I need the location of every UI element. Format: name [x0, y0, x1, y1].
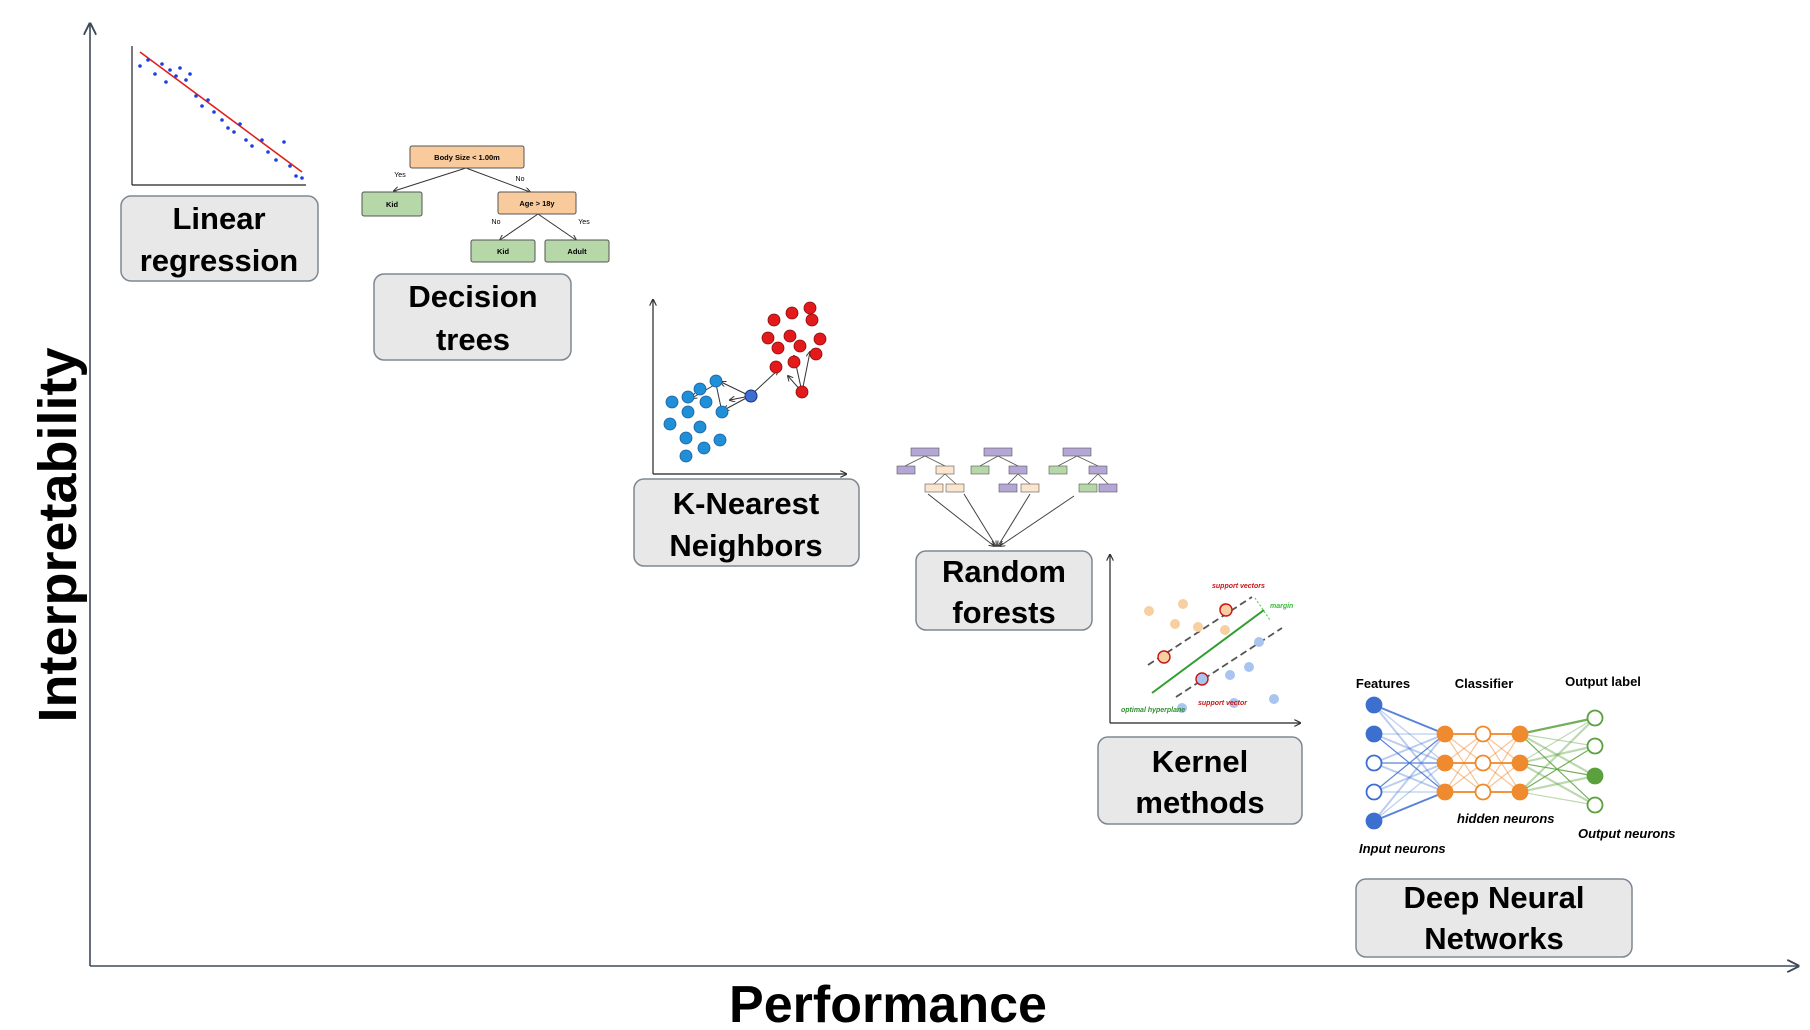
nn-classifier-label: Classifier	[1455, 676, 1514, 691]
decision-tree-illustration: Body Size < 1.00m Yes No Kid Age > 18y N…	[361, 145, 610, 263]
nn-neuron	[1586, 737, 1604, 755]
regression-line	[139, 51, 303, 173]
nn-neuron	[1511, 783, 1529, 801]
nn-neuron	[1365, 812, 1383, 830]
tree-root-label: Body Size < 1.00m	[434, 153, 500, 162]
nn-input-neurons-label: Input neurons	[1359, 841, 1446, 856]
box-label: trees	[436, 322, 510, 357]
y-axis-title: Interpretability	[28, 347, 88, 722]
nn-neuron	[1436, 725, 1454, 743]
svm-illustration: support vectors margin optimal hyperplan…	[1110, 555, 1300, 723]
nn-output-label-label: Output label	[1565, 674, 1641, 689]
tree-yes2: Yes	[578, 219, 590, 226]
nn-hidden-neurons-label: hidden neurons	[1457, 811, 1555, 826]
svm-support-vector-label: support vector	[1198, 700, 1248, 707]
model-box-deep-neural-networks: Deep Neural Networks	[1355, 878, 1633, 958]
svm-hyperplane-label: optimal hyperplane	[1121, 707, 1185, 714]
neural-network-illustration: Features Classifier Output label Input n…	[1356, 674, 1676, 856]
tree-leaf-adult: Adult	[567, 247, 587, 256]
nn-neuron	[1365, 696, 1383, 714]
nn-neuron	[1474, 783, 1492, 801]
nn-neuron	[1511, 754, 1529, 772]
box-label: Kernel	[1152, 744, 1248, 779]
model-box-kernel-methods: Kernel methods	[1097, 736, 1303, 825]
box-label: Deep Neural	[1404, 880, 1585, 915]
box-label: Neighbors	[669, 528, 822, 563]
box-label: Random	[942, 554, 1066, 589]
nn-neuron	[1365, 754, 1383, 772]
svm-margin-label: margin	[1270, 603, 1293, 610]
model-box-random-forests: Random forests	[915, 550, 1093, 631]
nn-neuron	[1436, 754, 1454, 772]
nn-neuron	[1474, 754, 1492, 772]
model-box-linear-regression: Linear regression	[120, 195, 319, 282]
box-label: Networks	[1424, 921, 1564, 956]
tree-yes: Yes	[394, 172, 406, 179]
model-box-decision-trees: Decision trees	[373, 273, 572, 361]
nn-neuron	[1586, 767, 1604, 785]
box-label: methods	[1135, 785, 1264, 820]
knn-illustration	[653, 300, 846, 474]
nn-neuron	[1365, 725, 1383, 743]
box-label: Decision	[408, 279, 537, 314]
tree-node2-label: Age > 18y	[519, 199, 555, 208]
x-axis-title: Performance	[729, 976, 1047, 1030]
box-label: regression	[140, 243, 299, 278]
tree-no: No	[516, 176, 525, 183]
nn-neuron	[1586, 796, 1604, 814]
box-label: Linear	[172, 201, 265, 236]
tree-leaf-kid: Kid	[386, 200, 399, 209]
nn-neuron	[1474, 725, 1492, 743]
svm-support-vectors-label: support vectors	[1212, 583, 1265, 590]
tree-no2: No	[492, 219, 501, 226]
model-box-knn: K-Nearest Neighbors	[633, 478, 860, 567]
box-label: K-Nearest	[673, 486, 819, 521]
nn-features-label: Features	[1356, 676, 1410, 691]
box-label: forests	[952, 595, 1055, 630]
tree-leaf-kid2: Kid	[497, 247, 510, 256]
nn-neuron	[1586, 709, 1604, 727]
linear-regression-illustration	[131, 46, 306, 186]
nn-neuron	[1511, 725, 1529, 743]
nn-output-neurons-label: Output neurons	[1578, 826, 1676, 841]
random-forest-illustration	[896, 447, 1118, 546]
nn-neuron	[1365, 783, 1383, 801]
nn-neuron	[1436, 783, 1454, 801]
